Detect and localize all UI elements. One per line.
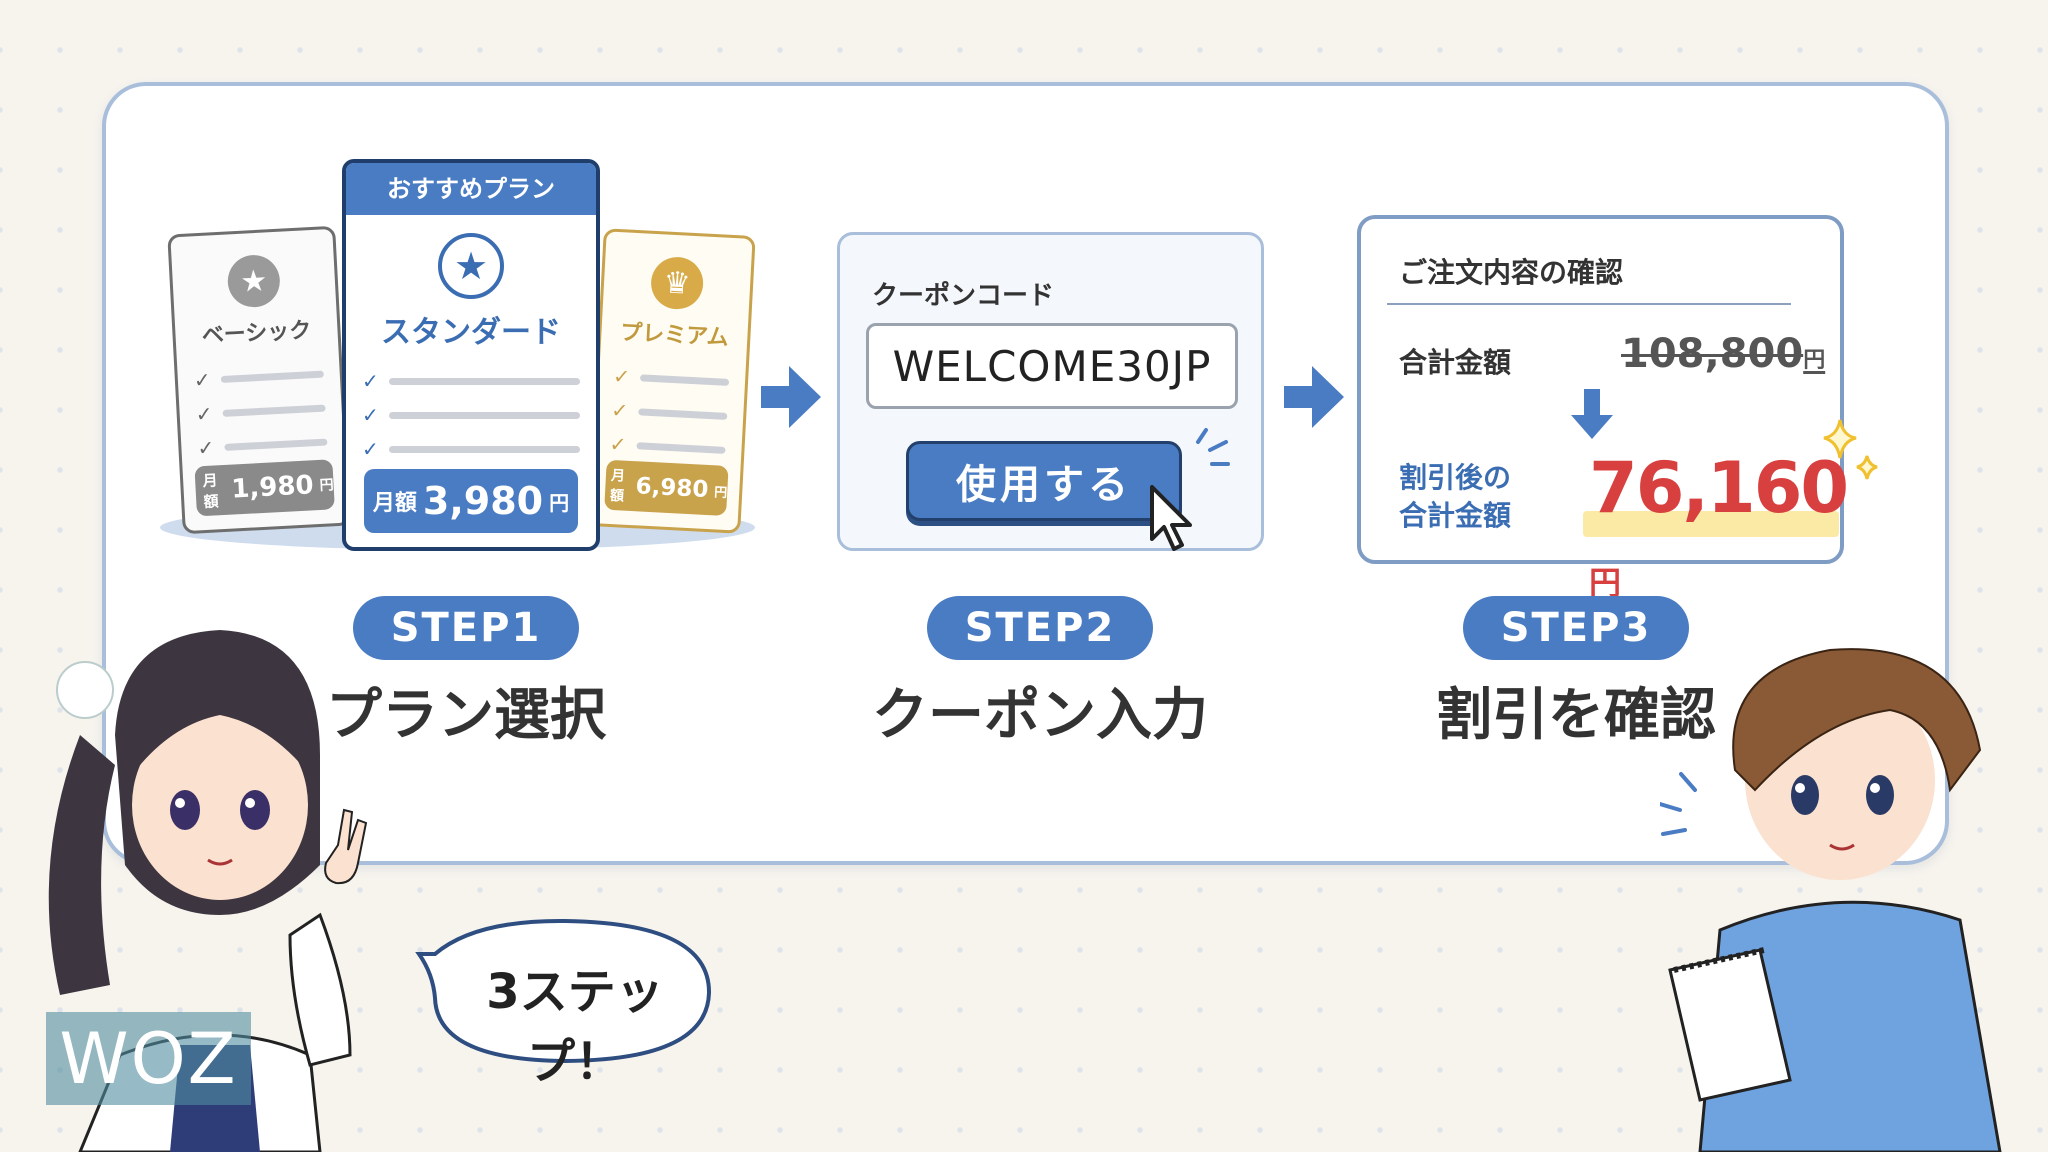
click-burst-icon	[1196, 428, 1230, 466]
step1-badge: STEP1	[353, 596, 579, 660]
feature-line	[388, 377, 580, 385]
step3-title: 割引を確認	[1436, 683, 1716, 748]
confirm-title: ご注文内容の確認	[1399, 256, 1624, 289]
original-total: 108,800円	[1621, 331, 1825, 377]
step2-badge: STEP2	[927, 596, 1153, 660]
recommended-label: おすすめプラン	[346, 163, 596, 215]
check-icon: ✓	[612, 363, 631, 389]
price-value: 6,980	[634, 473, 710, 504]
discounted-total: 76,160 円	[1589, 447, 1849, 611]
speech-text: 3ステップ！	[486, 964, 664, 1090]
price-unit: 円	[319, 477, 335, 494]
check-icon: ✓	[362, 437, 379, 461]
divider	[1387, 303, 1791, 305]
check-icon: ✓	[610, 397, 629, 423]
step2-title: クーポン入力	[872, 683, 1208, 748]
step3-badge: STEP3	[1463, 596, 1689, 660]
plan-name: ベーシック	[201, 318, 312, 349]
check-icon: ✓	[195, 401, 214, 427]
feature-line	[220, 370, 324, 383]
price-prefix: 月額	[202, 471, 220, 512]
price-value: 3,980	[422, 479, 544, 523]
discount-label-line1: 割引後の	[1399, 461, 1512, 494]
highlight-marker	[1583, 511, 1839, 537]
speech-bubble	[415, 918, 712, 1064]
coupon-card: クーポンコード WELCOME30JP 使用する	[837, 232, 1264, 551]
price-value: 1,980	[230, 470, 315, 505]
arrow-right-icon	[761, 366, 821, 428]
star-icon: ★	[226, 253, 282, 309]
woz-watermark-logo: WOZ	[46, 1012, 251, 1105]
check-icon: ✓	[196, 435, 215, 461]
arrow-right-icon	[1284, 366, 1344, 428]
feature-line	[224, 438, 328, 451]
original-total-value: 108,800	[1621, 331, 1804, 377]
order-confirm-card: ご注文内容の確認 合計金額 108,800円 割引後の合計金額 76,160円	[1357, 215, 1849, 602]
boy-character-illustration	[1660, 648, 2002, 1152]
feature-line	[636, 441, 726, 454]
discount-label: 割引後の合計金額	[1399, 459, 1511, 535]
feature-line	[388, 411, 580, 419]
step1-title: プラン選択	[326, 683, 606, 748]
price-prefix: 月額	[609, 467, 626, 505]
arrow-down-icon	[1571, 389, 1613, 439]
price-unit: 円	[713, 484, 728, 501]
unit: 円	[1589, 564, 1621, 602]
feature-line	[222, 404, 326, 417]
crown-icon: ♛	[649, 255, 705, 311]
unit: 円	[1803, 348, 1826, 373]
total-label: 合計金額	[1399, 346, 1512, 379]
check-icon: ✓	[362, 369, 379, 393]
sparkle-icon	[1823, 419, 1878, 480]
price-prefix: 月額	[372, 491, 417, 516]
feature-line	[637, 407, 728, 420]
check-icon: ✓	[362, 403, 379, 427]
check-icon: ✓	[193, 367, 212, 393]
star-icon: ★	[438, 233, 504, 299]
coupon-code-input[interactable]: WELCOME30JP	[866, 323, 1238, 409]
cursor-icon	[1150, 485, 1192, 551]
price-unit: 円	[549, 490, 570, 515]
coupon-label: クーポンコード	[872, 281, 1055, 311]
feature-line	[639, 373, 730, 386]
check-icon: ✓	[608, 431, 627, 457]
plan-name: スタンダード	[381, 315, 561, 350]
plan-name: プレミアム	[619, 320, 730, 351]
discounted-total-value: 76,160	[1589, 447, 1849, 529]
discount-label-line2: 合計金額	[1399, 499, 1512, 532]
feature-line	[388, 445, 580, 453]
apply-coupon-button[interactable]: 使用する	[906, 441, 1182, 521]
